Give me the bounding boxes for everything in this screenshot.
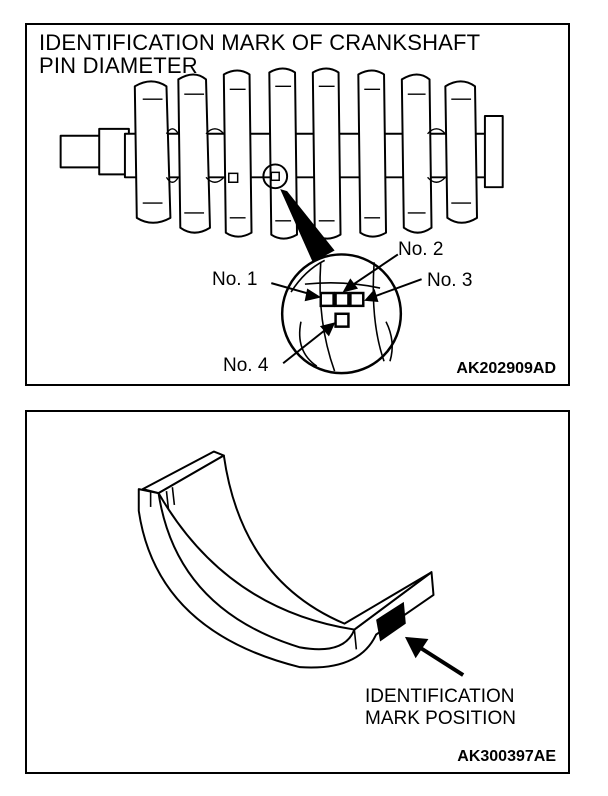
bearing-outer-shell [137, 488, 435, 669]
crank-web-8 [444, 80, 478, 224]
mark-box-no3 [349, 291, 365, 308]
crank-web-5 [311, 67, 342, 240]
figure-code: AK300397AE [457, 748, 556, 765]
bearing-illustration [137, 450, 465, 677]
label-no2: No. 2 [398, 239, 444, 260]
title-line-1: IDENTIFICATION MARK OF CRANKSHAFT [39, 30, 481, 55]
callout-wedge [280, 189, 335, 263]
label-no1: No. 1 [212, 269, 258, 290]
mark-callout-circle [262, 163, 289, 190]
crankshaft-rear-flange [483, 114, 504, 189]
mark-box-no1 [319, 291, 335, 308]
pin-mark [270, 171, 280, 182]
crank-web-2 [177, 73, 211, 234]
crankshaft-snout [59, 134, 107, 169]
crank-web-6 [357, 69, 388, 238]
crank-web-7 [400, 73, 433, 234]
crank-web-3 [222, 69, 253, 238]
mark-position-label: IDENTIFICATION MARK POSITION [365, 686, 516, 730]
web-mark [228, 172, 239, 183]
mark-box-no4 [334, 312, 350, 328]
label-no4: No. 4 [223, 355, 269, 376]
crank-web-1 [133, 80, 172, 224]
crankshaft-panel: IDENTIFICATION MARK OF CRANKSHAFT PIN DI… [25, 23, 570, 386]
bearing-panel: IDENTIFICATION MARK POSITION AK300397AE [25, 410, 570, 774]
crankshaft-illustration [59, 67, 504, 375]
mark-box-no2 [334, 291, 350, 308]
identification-mark [376, 601, 406, 642]
label-no3: No. 3 [427, 270, 473, 291]
diagram-title: IDENTIFICATION MARK OF CRANKSHAFT PIN DI… [39, 31, 480, 77]
mark-label-line-2: MARK POSITION [365, 708, 516, 729]
bearing-inner-surface [157, 454, 433, 631]
mark-label-line-1: IDENTIFICATION [365, 686, 515, 707]
figure-code: AK202909AD [456, 360, 556, 377]
title-line-2: PIN DIAMETER [39, 53, 198, 78]
